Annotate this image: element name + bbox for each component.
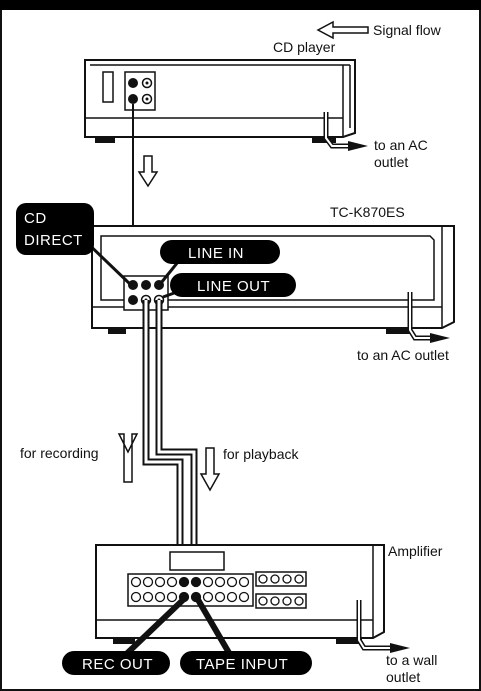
hollow-arrow-down-icon xyxy=(199,447,221,492)
speaker-terminal-icon xyxy=(270,574,280,584)
ac-plug-icon xyxy=(390,643,410,653)
jack-icon xyxy=(214,591,226,603)
tape-input-callout: TAPE INPUT xyxy=(180,596,312,675)
tape-input-label: TAPE INPUT xyxy=(196,656,288,673)
jack-icon xyxy=(178,576,190,588)
jack-icon xyxy=(190,576,202,588)
jack-icon xyxy=(166,591,178,603)
jack-icon xyxy=(202,576,214,588)
hollow-arrow-up-icon xyxy=(117,433,139,483)
speaker-terminal-icon xyxy=(282,574,292,584)
to-wall-outlet-label-a: to a wall xyxy=(386,652,437,668)
jack-icon xyxy=(154,576,166,588)
ac-plug-icon xyxy=(348,141,368,151)
jack-icon xyxy=(226,591,238,603)
header-bar xyxy=(0,0,481,10)
for-playback-label: for playback xyxy=(223,446,299,462)
jack-icon xyxy=(154,591,166,603)
jack-icon xyxy=(226,576,238,588)
speaker-terminal-icon xyxy=(270,596,280,606)
jack-icon xyxy=(202,591,214,603)
cd-direct-callout: CD DIRECT xyxy=(16,203,133,287)
jack-icon xyxy=(128,295,138,305)
jack-icon xyxy=(142,576,154,588)
hollow-arrow-left-icon xyxy=(316,20,369,40)
jack-icon xyxy=(142,591,154,603)
jack-icon xyxy=(128,78,138,88)
tape-deck-model-label: TC-K870ES xyxy=(330,204,405,220)
cd-player-jack-panel xyxy=(124,71,156,111)
jack-icon xyxy=(128,94,138,104)
ac-plug-icon xyxy=(430,333,450,343)
speaker-terminal-icon xyxy=(294,574,304,584)
for-recording-label: for recording xyxy=(20,445,99,461)
amplifier-label: Amplifier xyxy=(388,543,443,559)
rec-out-label: REC OUT xyxy=(82,656,153,673)
line-out-label: LINE OUT xyxy=(197,278,270,295)
line-in-callout: LINE IN xyxy=(159,240,280,284)
jack-icon xyxy=(130,591,142,603)
to-ac-outlet-label-1b: outlet xyxy=(374,154,408,170)
speaker-terminal-icon xyxy=(258,574,268,584)
cd-direct-label-b: DIRECT xyxy=(24,232,83,249)
line-out-callout: LINE OUT xyxy=(162,273,296,299)
jack-icon xyxy=(214,576,226,588)
hollow-arrow-down-icon xyxy=(137,155,159,188)
rec-out-callout: REC OUT xyxy=(62,595,188,675)
cd-player-label: CD player xyxy=(273,39,336,55)
optical-jack-icon xyxy=(102,71,114,103)
speaker-terminal-icon xyxy=(294,596,304,606)
jack-icon xyxy=(238,591,250,603)
connection-cables xyxy=(142,300,198,592)
line-in-label: LINE IN xyxy=(188,245,244,262)
to-wall-outlet-label-b: outlet xyxy=(386,669,420,685)
speaker-terminal-icon xyxy=(282,596,292,606)
cd-player xyxy=(84,59,368,151)
jack-icon xyxy=(141,280,151,290)
to-ac-outlet-label-2: to an AC outlet xyxy=(357,347,449,363)
signal-flow-legend: Signal flow xyxy=(316,20,442,40)
signal-flow-label: Signal flow xyxy=(373,22,442,38)
jack-icon xyxy=(238,576,250,588)
jack-icon xyxy=(166,576,178,588)
cd-direct-label-a: CD xyxy=(24,210,47,227)
to-ac-outlet-label-1a: to an AC xyxy=(374,137,428,153)
jack-icon xyxy=(130,576,142,588)
speaker-terminal-icon xyxy=(258,596,268,606)
